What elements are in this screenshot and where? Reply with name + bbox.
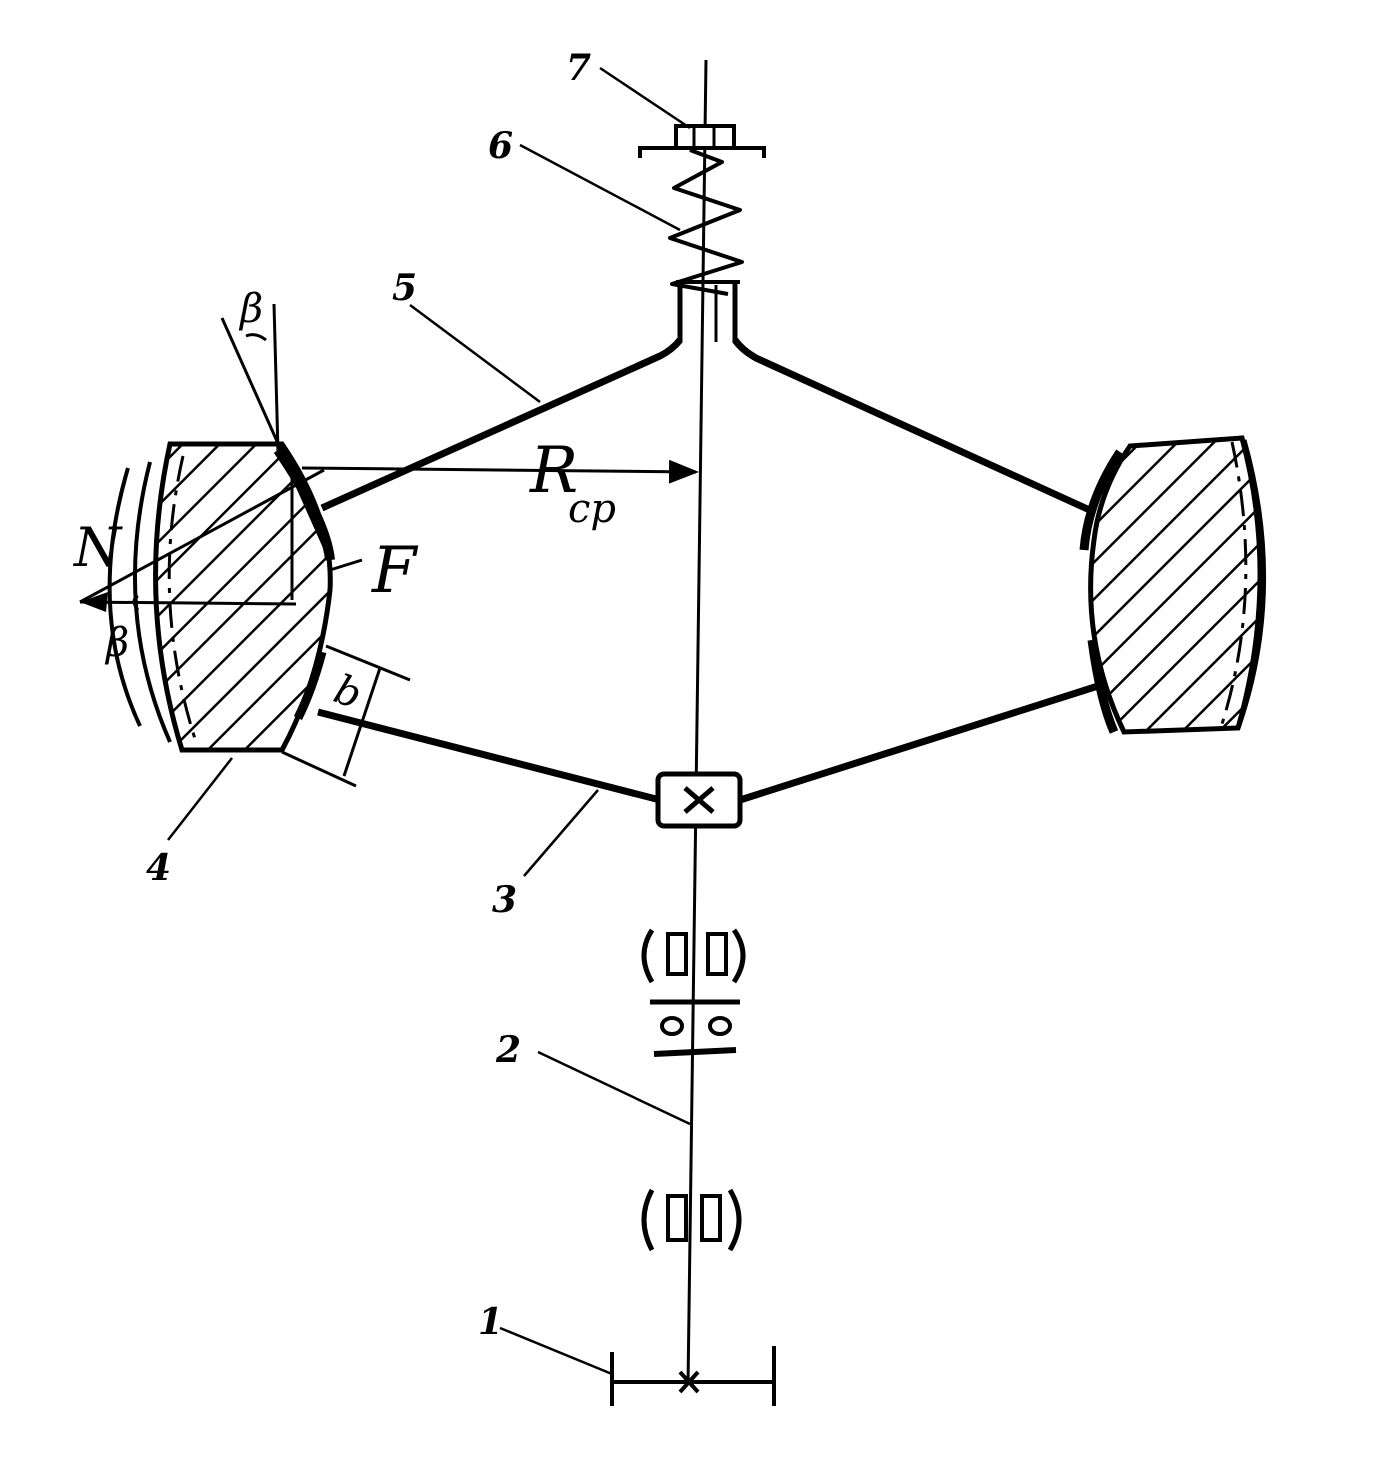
- force-vectors: [79, 303, 363, 612]
- label-part-1: 1: [478, 1301, 503, 1343]
- label-part-5: 5: [392, 267, 417, 309]
- thrust-bearing: [650, 999, 740, 1057]
- adjusting-nut: [638, 124, 766, 158]
- right-friction-shoe: [1079, 435, 1267, 735]
- base-support: [610, 1346, 776, 1406]
- label-part-4: 4: [146, 847, 171, 889]
- slider-block: [655, 771, 743, 829]
- upper-arm-right: [732, 337, 1096, 516]
- label-friction-force: F: [371, 534, 419, 608]
- lower-bearing: [641, 1188, 742, 1252]
- lower-arm-right: [738, 682, 1100, 804]
- label-width: b: [328, 666, 368, 718]
- width-dimension: [281, 644, 411, 788]
- label-angle-top: β: [238, 286, 263, 332]
- hub-sleeve: [676, 280, 740, 342]
- radius-dimension: [301, 459, 699, 484]
- lower-arm-left: [317, 708, 661, 804]
- label-part-7: 7: [566, 47, 591, 89]
- label-radius-subscript: cp: [568, 486, 616, 532]
- leader-lines: [167, 66, 691, 1376]
- spring: [668, 148, 744, 296]
- label-angle-bottom: β: [104, 620, 129, 666]
- label-part-3: 3: [492, 879, 517, 921]
- label-normal-force: N: [72, 516, 123, 579]
- shaft-axis: [686, 59, 708, 1386]
- label-part-6: 6: [488, 125, 513, 167]
- upper-bearing: [641, 928, 746, 984]
- upper-arm-left: [320, 337, 683, 512]
- label-radius: R: [529, 434, 578, 508]
- label-part-2: 2: [495, 1029, 521, 1071]
